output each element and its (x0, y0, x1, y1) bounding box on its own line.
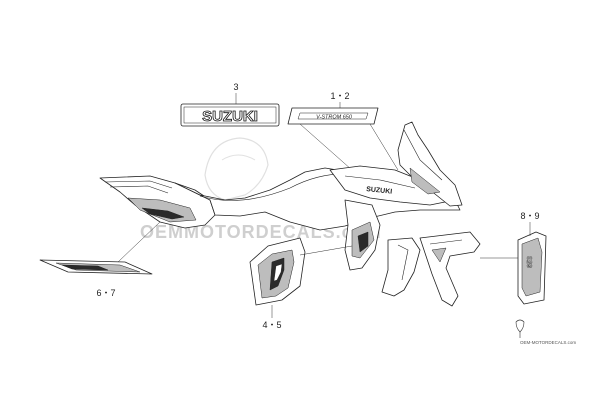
side-panel-decal (249, 237, 306, 306)
callout-part-4-5: 4・5 (262, 320, 281, 330)
front-fender-parts (381, 231, 481, 307)
small-helmet-icon (515, 319, 525, 333)
callout-part-3: 3 (233, 82, 238, 92)
fork-guard-decal: 650 (517, 231, 547, 305)
tail-stripe-decal (39, 259, 153, 275)
model-name-decal: V-STROM 650 (287, 107, 379, 125)
small-watermark-text: OEM-MOTORDECALS.com (520, 340, 576, 345)
model-name-text: V-STROM 650 (316, 115, 353, 121)
svg-text:650: 650 (527, 256, 534, 268)
callout-part-8-9: 8・9 (520, 211, 539, 221)
callout-part-6-7: 6・7 (96, 288, 115, 298)
suzuki-emblem-text: SUZUKI (202, 108, 258, 125)
suzuki-emblem-decal: SUZUKI (180, 103, 280, 127)
motorcycle-bodywork: SUZUKI (99, 121, 463, 271)
watermark-helmet-icon (204, 137, 269, 201)
small-watermark: OEM-MOTORDECALS.com (515, 319, 576, 345)
callout-part-1-2: 1・2 (330, 91, 349, 101)
tank-logo-text: SUZUKI (366, 186, 393, 196)
